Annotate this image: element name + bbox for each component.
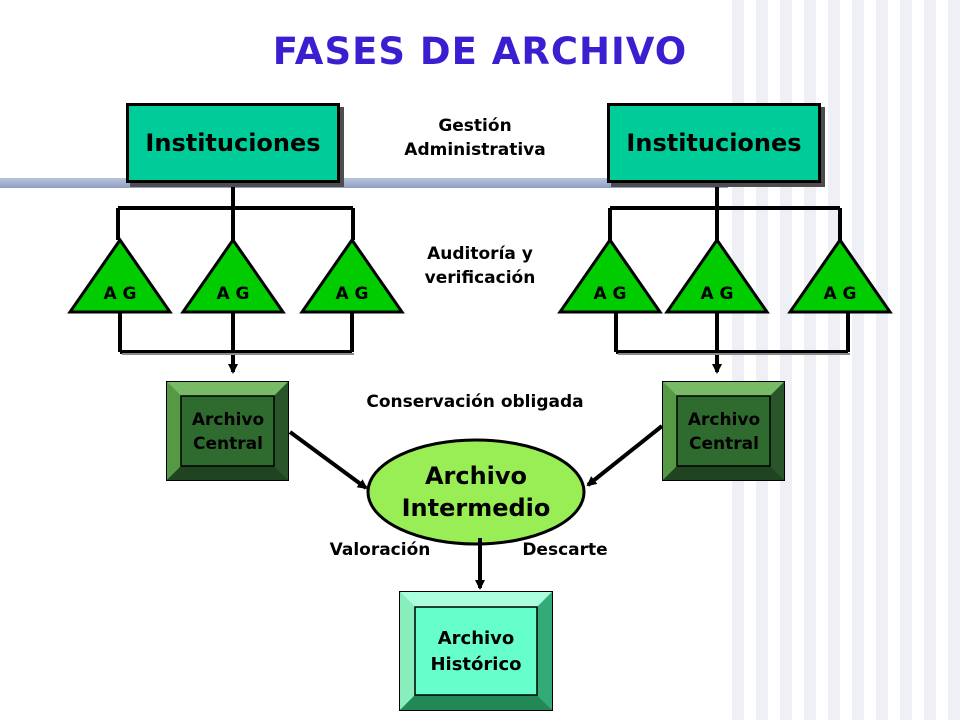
- archivo-central-right-label: Archivo Central: [687, 410, 761, 454]
- right-connectors: [608, 187, 850, 374]
- ag-label: A G: [216, 284, 250, 304]
- ag-label: A G: [103, 284, 137, 304]
- ag-triangle: [664, 237, 770, 314]
- archivo-historico-label: Archivo Histórico: [430, 628, 522, 675]
- ag-triangle: [299, 237, 405, 314]
- valoracion-label: Valoración: [329, 540, 431, 560]
- institution-box-left: Instituciones: [126, 103, 340, 183]
- ag-label: A G: [593, 284, 627, 304]
- ag-label: A G: [823, 284, 857, 304]
- gestion-administrativa-label: Gestión Administrativa: [404, 116, 546, 160]
- ag-label: A G: [700, 284, 734, 304]
- arrows-to-intermedio: [288, 424, 664, 490]
- ag-triangle: [787, 237, 893, 314]
- descarte-label: Descarte: [522, 540, 608, 560]
- left-connectors: [116, 187, 355, 374]
- ag-triangle: [67, 237, 173, 314]
- ag-triangle: [180, 237, 286, 314]
- institution-box-right: Instituciones: [607, 103, 821, 183]
- conservacion-obligada-label: Conservación obligada: [366, 392, 584, 412]
- archivo-central-right-box: [662, 381, 785, 481]
- archivo-historico-box: [399, 591, 553, 711]
- archivo-central-left-label: Archivo Central: [191, 410, 265, 454]
- ag-label: A G: [335, 284, 369, 304]
- archivo-central-left-box: [166, 381, 289, 481]
- archivo-intermedio-label: Archivo Intermedio: [401, 462, 551, 522]
- background-bar: [0, 178, 728, 188]
- auditoria-verificacion-label: Auditoría y verificación: [424, 244, 536, 288]
- ag-triangle: [557, 237, 663, 314]
- page-title: FASES DE ARCHIVO: [272, 30, 688, 73]
- ag-triangles: [67, 237, 893, 314]
- archivo-intermedio-ellipse: [366, 438, 586, 546]
